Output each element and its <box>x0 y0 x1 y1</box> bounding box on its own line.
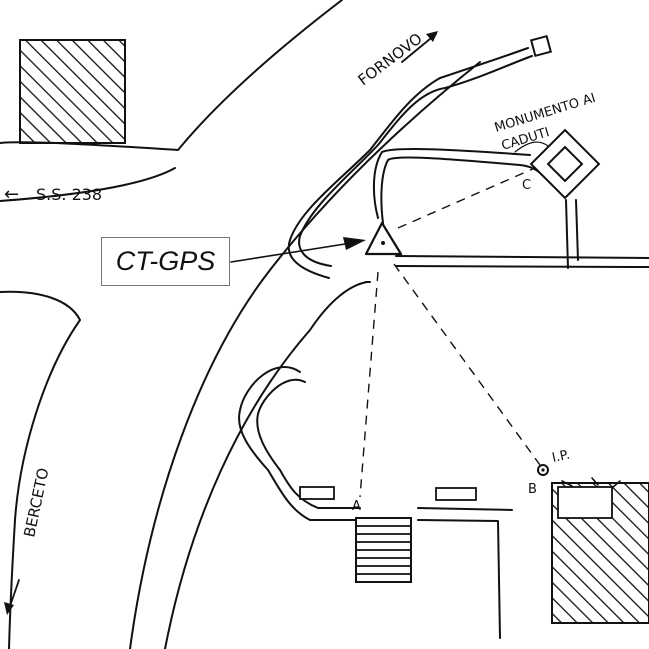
point-b-label: B <box>528 482 537 497</box>
berceto-arrow-icon <box>4 579 20 615</box>
monument-icon <box>514 128 601 200</box>
ct-gps-callout: CT-GPS <box>101 237 230 286</box>
reference-point-icon <box>537 464 549 476</box>
point-c-label: C <box>522 178 531 193</box>
point-a-label: A <box>352 499 361 514</box>
ss238-label: S.S. 238 <box>36 185 102 204</box>
lane-to-fornovo <box>287 47 533 283</box>
building-top-left <box>19 39 126 144</box>
small-plots <box>299 486 477 501</box>
ss238-arrow-icon: ← <box>4 184 19 205</box>
fornovo-terminal-box <box>529 34 553 58</box>
survey-lines <box>359 167 541 498</box>
ct-gps-label: CT-GPS <box>115 246 216 276</box>
main-road-edges <box>0 0 481 649</box>
callout-leader <box>230 237 366 263</box>
ip-label: I.P. <box>551 448 572 466</box>
monument-access-road <box>372 148 649 269</box>
station-marker-icon <box>364 221 403 256</box>
building-bottom-right <box>551 477 649 624</box>
berceto-label: BERCETO <box>20 466 52 539</box>
lower-lane <box>238 366 513 639</box>
fornovo-arrow-icon <box>401 31 438 63</box>
stairs-icon <box>355 517 412 583</box>
fornovo-label: FORNOVO <box>355 29 426 89</box>
